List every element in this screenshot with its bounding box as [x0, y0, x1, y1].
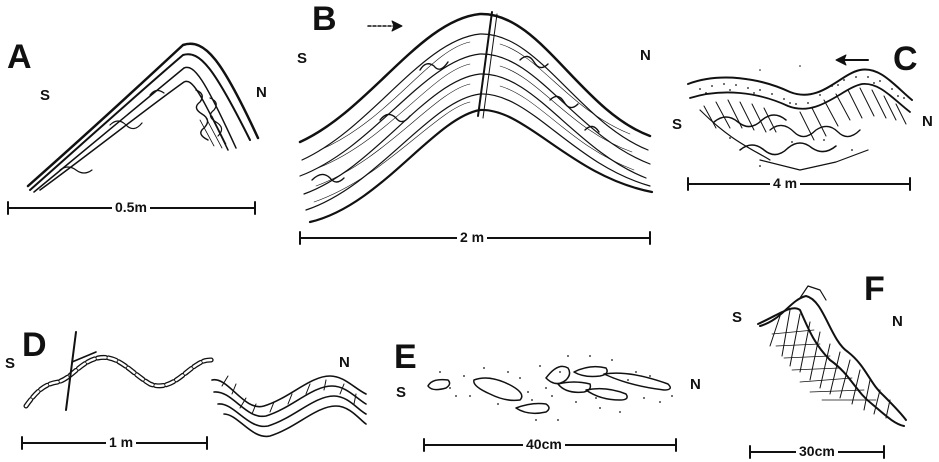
panel-d-north-label: N [339, 355, 350, 370]
panel-d-folded-layers [212, 376, 366, 436]
panel-a-north-label: N [256, 85, 267, 100]
panel-c-shear-arrow [836, 55, 868, 65]
panel-c-north-label: N [922, 114, 933, 129]
panel-a-scale-label: 0.5m [112, 200, 150, 214]
panel-a-south-label: S [40, 88, 50, 103]
panel-a-label: A [7, 40, 32, 74]
panel-c-fold [688, 69, 912, 170]
panel-e-scale-label: 40cm [523, 437, 565, 451]
panel-d-south-label: S [5, 356, 15, 371]
panel-b-shear-arrow [368, 21, 402, 31]
panel-f-north-label: N [892, 314, 903, 329]
panel-c-scale-label: 4 m [770, 176, 800, 190]
panel-c-south-label: S [672, 117, 682, 132]
panel-a-fold [28, 44, 258, 192]
panel-b-fold [300, 12, 652, 222]
panel-b-label: B [312, 2, 337, 36]
panel-f-scale-label: 30cm [796, 444, 838, 458]
panel-e-label: E [394, 340, 417, 374]
panel-d-label: D [22, 328, 47, 362]
panel-d-scale-label: 1 m [106, 435, 136, 449]
panel-e-north-label: N [690, 377, 701, 392]
panel-f-label: F [864, 272, 885, 306]
panel-d-boudin-chain [26, 332, 212, 410]
panel-c-label: C [893, 42, 918, 76]
panel-e-south-label: S [396, 385, 406, 400]
panel-e-boudins [428, 366, 670, 413]
panel-f-south-label: S [732, 310, 742, 325]
panel-b-south-label: S [297, 51, 307, 66]
panel-b-north-label: N [640, 48, 651, 63]
panel-b-scale-label: 2 m [457, 230, 487, 244]
panel-e-matrix-dots [439, 355, 673, 421]
